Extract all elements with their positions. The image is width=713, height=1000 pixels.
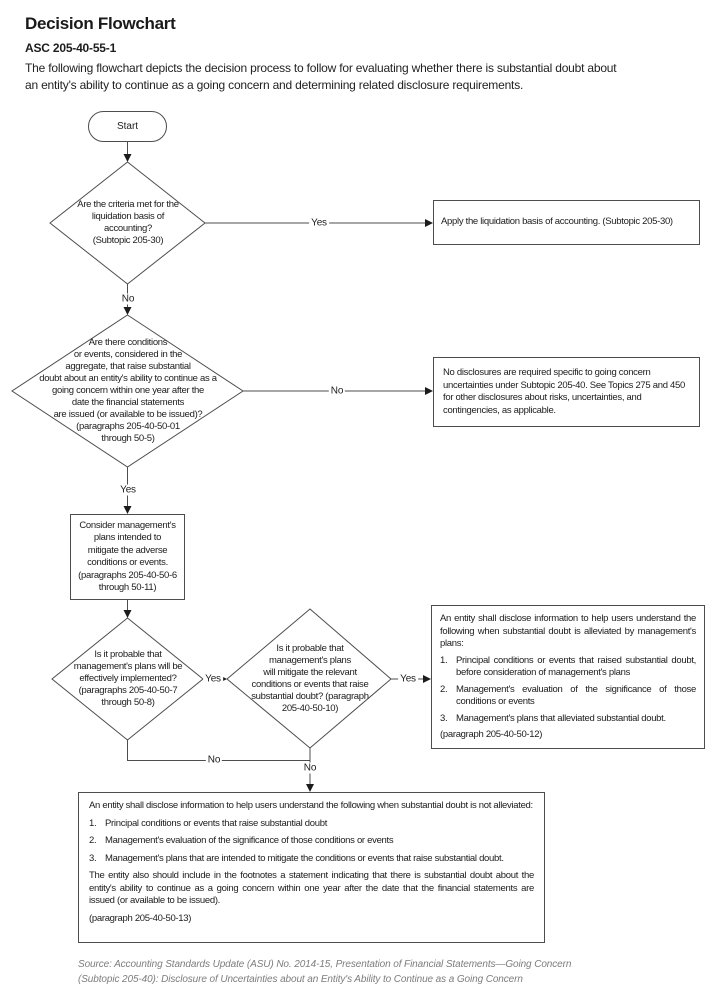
list-item-number: 1. — [440, 654, 448, 666]
list-item-text: Principal conditions or events that rais… — [105, 817, 328, 829]
start-node: Start — [88, 111, 167, 142]
list-item-text: Management's evaluation of the significa… — [105, 835, 394, 846]
list-item: 3. Management's plans that alleviated su… — [440, 713, 696, 726]
edge-label-liquidation-no: No — [119, 293, 137, 305]
edge-label-mitigate-yes: Yes — [398, 673, 418, 685]
box-not-alleviated-intro: An entity shall disclose information to … — [89, 800, 533, 811]
list-item-text: Management's evaluation of the significa… — [456, 683, 696, 708]
list-item: 2. Management's evaluation of the signif… — [440, 684, 696, 709]
source-note: Source: Accounting Standards Update (ASU… — [78, 959, 572, 985]
arrowhead-icon — [306, 784, 314, 792]
edge-label-mitigate-no: No — [301, 762, 319, 774]
arrowhead-icon — [423, 675, 431, 683]
list-item-text: Principal conditions or events that rais… — [456, 654, 696, 679]
edge-label-conditions-yes: Yes — [118, 484, 138, 496]
box-no-disclosures: No disclosures are required specific to … — [433, 357, 700, 427]
edge-label-implemented-no: No — [205, 754, 223, 766]
list-item: 2. Management's evaluation of the signif… — [89, 835, 534, 848]
start-label: Start — [116, 121, 139, 132]
page-title: Decision Flowchart — [25, 14, 176, 33]
list-item: 1. Principal conditions or events that r… — [89, 818, 534, 831]
box-apply-liquidation: Apply the liquidation basis of accountin… — [433, 200, 700, 245]
edge-label-implemented-yes: Yes — [203, 673, 223, 685]
list-item-number: 3. — [89, 852, 97, 864]
box-not-alleviated-disclosures: An entity shall disclose information to … — [78, 792, 545, 943]
box-not-alleviated-closing: The entity also should include in the fo… — [89, 870, 534, 906]
asc-code: ASC 205-40-55-1 — [25, 41, 117, 55]
box-apply-liquidation-text: Apply the liquidation basis of accountin… — [441, 216, 673, 228]
paragraph-reference: (paragraph 205-40-50-12) — [440, 729, 543, 740]
page-header: Decision Flowchart ASC 205-40-55-1 The f… — [25, 14, 693, 94]
list-item: 3. Management's plans that are intended … — [89, 853, 534, 866]
list-item-text: Management's plans that are intended to … — [105, 852, 504, 864]
list-item: 1. Principal conditions or events that r… — [440, 655, 696, 680]
box-no-disclosures-text: No disclosures are required specific to … — [443, 367, 685, 416]
list-item-text: Management's plans that alleviated subst… — [456, 712, 666, 724]
arrowhead-icon — [425, 387, 433, 395]
list-item-number: 3. — [440, 712, 448, 724]
paragraph-reference: (paragraph 205-40-50-13) — [89, 912, 192, 924]
edge-label-conditions-no: No — [328, 385, 346, 397]
box-alleviated-disclosures: An entity shall disclose information to … — [431, 605, 705, 749]
list-item-number: 1. — [89, 817, 97, 829]
arrowhead-icon — [123, 154, 132, 162]
arrowhead-icon — [123, 506, 132, 514]
arrowhead-icon — [123, 307, 132, 315]
edge-label-liquidation-yes: Yes — [309, 217, 329, 229]
list-item-number: 2. — [89, 835, 97, 846]
description: The following flowchart depicts the deci… — [25, 61, 617, 92]
arrowhead-icon — [425, 219, 433, 227]
edge-implemented-no — [127, 740, 310, 761]
arrowhead-icon — [123, 610, 132, 618]
list-item-number: 2. — [440, 683, 448, 695]
box-alleviated-intro: An entity shall disclose information to … — [440, 613, 696, 649]
